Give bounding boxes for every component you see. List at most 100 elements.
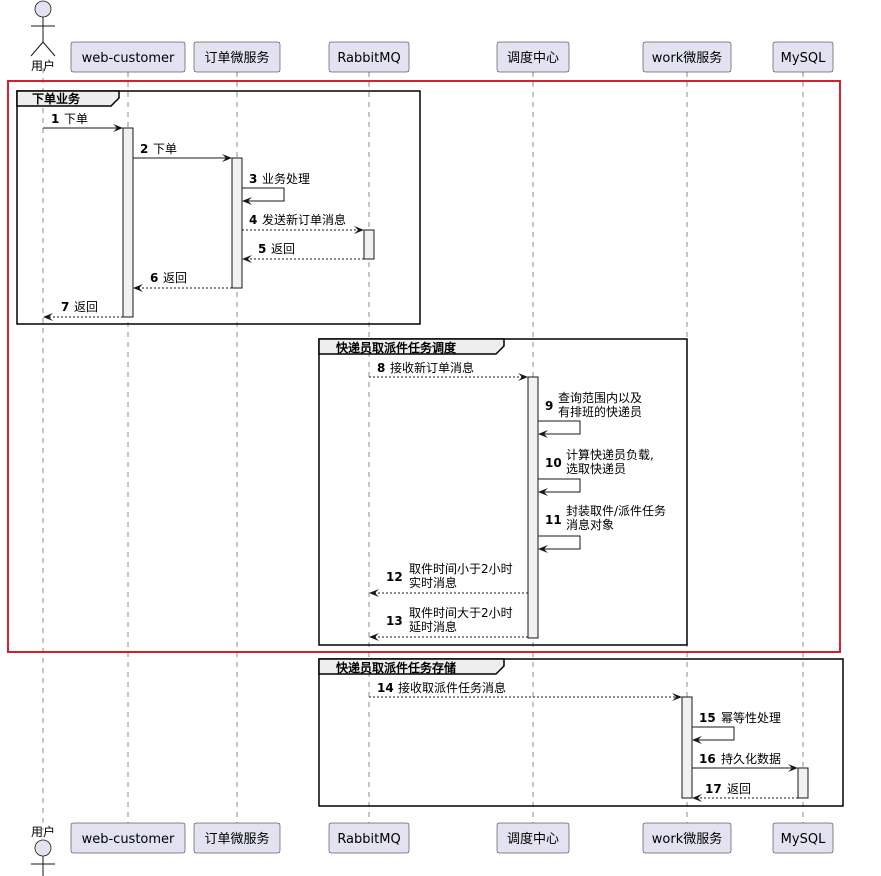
group-label: 快递员取派件任务调度 xyxy=(336,340,457,355)
participant-label: web-customer xyxy=(82,51,175,66)
message-12: 12 取件时间小于2小时 实时消息 xyxy=(369,562,528,597)
activation-dispatch xyxy=(527,376,539,639)
participant-label: RabbitMQ xyxy=(337,51,400,66)
message-label: 幂等性处理 xyxy=(721,711,781,725)
message-13: 13 取件时间大于2小时 延时消息 xyxy=(369,606,528,641)
message-number: 17 xyxy=(705,782,722,796)
message-label: 选取快递员 xyxy=(566,462,626,476)
actor-user-bottom: 用户 xyxy=(31,824,55,876)
message-label: 查询范围内以及 xyxy=(558,391,642,405)
message-label: 返回 xyxy=(163,271,187,285)
participant-web-top: web-customer xyxy=(70,41,186,73)
message-9: 9 查询范围内以及 有排班的快递员 xyxy=(538,391,642,438)
message-label: 持久化数据 xyxy=(721,751,781,766)
message-number: 6 xyxy=(150,271,158,285)
message-16: 16 持久化数据 xyxy=(692,751,798,772)
participant-label: MySQL xyxy=(781,832,826,847)
message-label: 消息对象 xyxy=(566,517,614,532)
participant-mysql-top: MySQL xyxy=(772,41,834,73)
participant-label: MySQL xyxy=(781,51,826,66)
message-number: 15 xyxy=(699,711,716,725)
message-number: 16 xyxy=(699,752,716,766)
participant-order-bottom: 订单微服务 xyxy=(193,822,281,854)
actor-head-icon xyxy=(34,839,52,857)
activation-mq xyxy=(363,229,375,260)
participant-label: work微服务 xyxy=(652,50,722,66)
actor-label-bottom: 用户 xyxy=(31,824,55,839)
actor-label-top: 用户 xyxy=(31,58,55,73)
message-10: 10 计算快递员负载, 选取快递员 xyxy=(538,447,654,496)
message-label: 接收新订单消息 xyxy=(390,360,474,375)
participant-mq-top: RabbitMQ xyxy=(328,41,410,73)
message-3: 3 业务处理 xyxy=(242,171,310,205)
message-4: 4 发送新订单消息 xyxy=(242,212,364,234)
message-label: 有排班的快递员 xyxy=(558,404,642,419)
message-14: 14 接收取派件任务消息 xyxy=(369,680,682,701)
activation-order xyxy=(231,157,243,289)
group-frame-order: 下单业务 xyxy=(16,90,421,325)
activation-work xyxy=(681,696,693,799)
message-number: 7 xyxy=(61,300,69,314)
participant-label: 订单微服务 xyxy=(204,831,269,847)
message-2: 2 下单 xyxy=(133,142,232,162)
group-label: 下单业务 xyxy=(32,91,81,106)
group-frame-dispatch: 快递员取派件任务调度 xyxy=(318,338,688,646)
participant-label: 调度中心 xyxy=(507,50,559,66)
message-label: 取件时间大于2小时 xyxy=(409,606,513,620)
message-17: 17 返回 xyxy=(692,782,798,802)
message-number: 13 xyxy=(386,614,403,628)
message-label: 封装取件/派件任务 xyxy=(566,503,666,518)
participant-work-bottom: work微服务 xyxy=(642,822,732,854)
participant-label: 调度中心 xyxy=(507,831,559,847)
message-label: 发送新订单消息 xyxy=(262,212,346,227)
message-number: 3 xyxy=(249,172,257,186)
message-label: 下单 xyxy=(64,112,88,126)
group-label: 快递员取派件任务存储 xyxy=(336,660,456,675)
activation-mysql xyxy=(797,767,809,799)
message-number: 12 xyxy=(386,570,403,584)
message-label: 实时消息 xyxy=(409,575,457,590)
message-label: 延时消息 xyxy=(409,619,457,634)
message-7: 7 返回 xyxy=(43,300,123,321)
message-number: 11 xyxy=(545,513,562,527)
message-number: 5 xyxy=(258,242,266,256)
participant-mq-bottom: RabbitMQ xyxy=(328,822,410,854)
message-6: 6 返回 xyxy=(133,271,232,292)
message-label: 返回 xyxy=(271,242,295,256)
participant-web-bottom: web-customer xyxy=(70,822,186,854)
message-label: 返回 xyxy=(727,782,751,796)
participant-label: work微服务 xyxy=(652,831,722,847)
message-label: 计算快递员负载, xyxy=(566,447,654,462)
message-number: 2 xyxy=(140,142,148,156)
message-label: 下单 xyxy=(153,142,177,156)
group-frame-storage: 快递员取派件任务存储 xyxy=(318,658,844,807)
message-label: 取件时间小于2小时 xyxy=(409,562,513,576)
actor-head-icon xyxy=(34,0,52,18)
activation-web xyxy=(122,127,134,318)
message-number: 4 xyxy=(249,213,257,227)
message-15: 15 幂等性处理 xyxy=(692,711,781,744)
message-11: 11 封装取件/派件任务 消息对象 xyxy=(538,503,666,553)
message-number: 1 xyxy=(51,112,59,126)
message-label: 业务处理 xyxy=(262,171,310,186)
participant-label: web-customer xyxy=(82,832,175,847)
participant-dispatch-top: 调度中心 xyxy=(496,41,570,73)
participant-order-top: 订单微服务 xyxy=(193,41,281,73)
actor-user-top: 用户 xyxy=(30,0,56,73)
message-number: 10 xyxy=(545,456,562,470)
participant-label: 订单微服务 xyxy=(204,50,269,66)
highlight-box xyxy=(7,80,841,653)
message-label: 接收取派件任务消息 xyxy=(398,680,506,695)
message-number: 8 xyxy=(377,361,385,375)
message-5: 5 返回 xyxy=(242,242,364,263)
message-1: 1 下单 xyxy=(43,112,123,132)
participant-label: RabbitMQ xyxy=(337,832,400,847)
message-label: 返回 xyxy=(74,300,98,314)
message-number: 14 xyxy=(377,681,394,695)
message-number: 9 xyxy=(545,399,553,413)
participant-work-top: work微服务 xyxy=(642,41,732,73)
message-8: 8 接收新订单消息 xyxy=(369,360,528,381)
participant-mysql-bottom: MySQL xyxy=(772,822,834,854)
participant-dispatch-bottom: 调度中心 xyxy=(496,822,570,854)
